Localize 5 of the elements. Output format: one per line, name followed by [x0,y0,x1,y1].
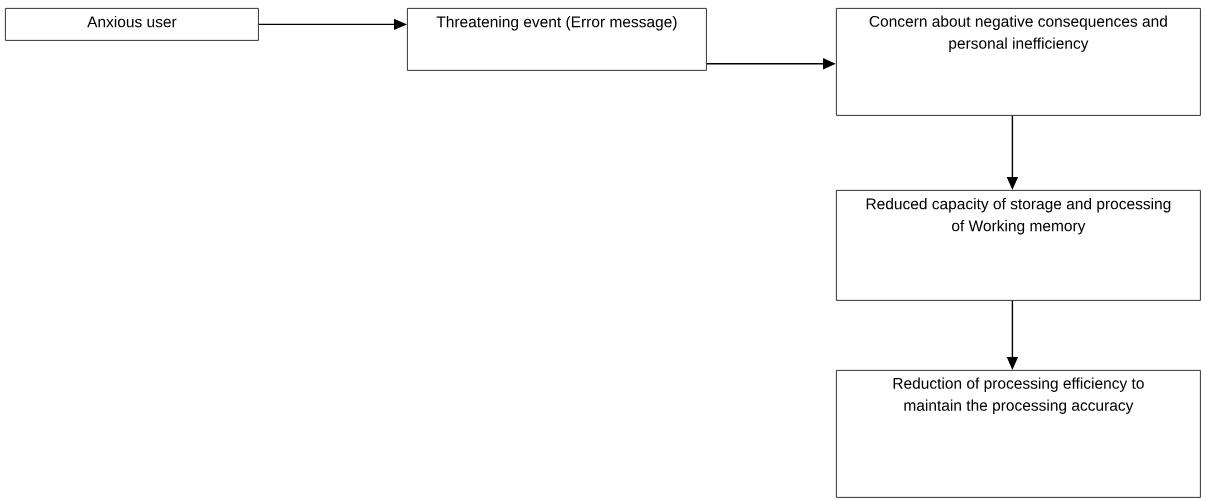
process-box: Concern about negative consequences and personal inefficiency [836,8,1201,116]
process-box: Reduced capacity of storage and processing of Working memory [836,190,1201,301]
process-box: Reduction of processing efficiency to maintain the processing accuracy [836,370,1201,498]
process-box: Anxious user [5,8,259,41]
process-box: Threatening event (Error message) [407,8,707,71]
